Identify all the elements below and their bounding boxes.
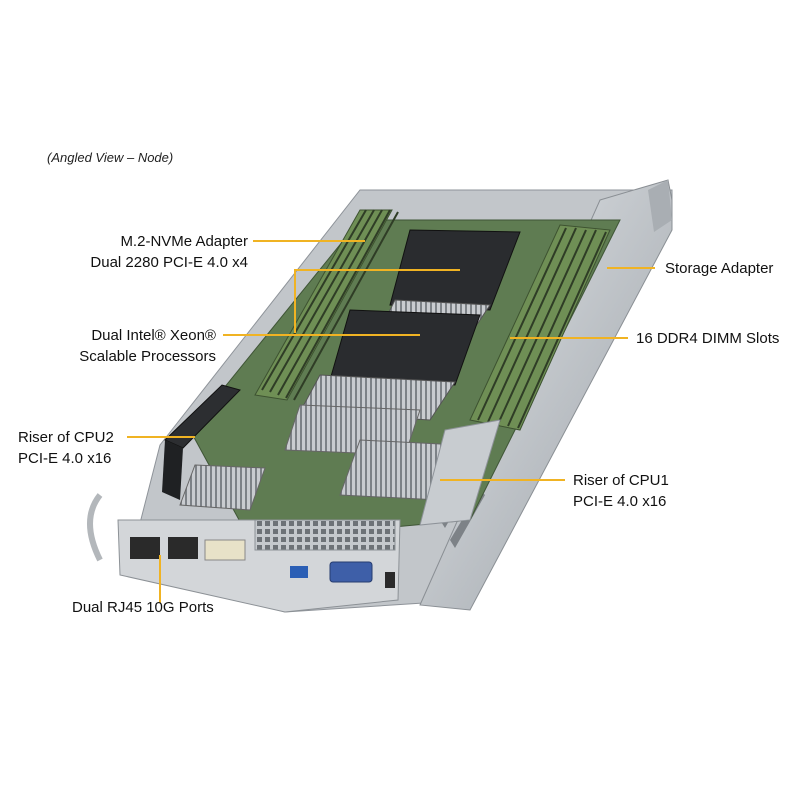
callout-riser-cpu1-line2: PCI-E 4.0 x16 — [573, 493, 667, 510]
vga-port — [329, 561, 373, 583]
riser-cpu2-card — [162, 384, 241, 500]
callout-storage-line1: Storage Adapter — [665, 260, 774, 277]
callout-m2-line2: Dual 2280 PCI-E 4.0 x4 — [90, 254, 248, 271]
front-io-panel — [87, 493, 401, 613]
riser-cpu1-bracket — [419, 419, 501, 526]
dimm-bank-right — [469, 224, 611, 431]
callout-cpus-line2: Scalable Processors — [79, 348, 216, 365]
callout-dimm-line1: 16 DDR4 DIMM Slots — [636, 330, 780, 347]
view-caption: (Angled View – Node) — [47, 150, 174, 165]
callout-riser-cpu2: Riser of CPU2 PCI-E 4.0 x16 — [18, 427, 114, 469]
callout-cpus-line1: Dual Intel® Xeon® — [91, 327, 216, 344]
callout-cpus: Dual Intel® Xeon® Scalable Processors — [50, 325, 216, 367]
callout-riser-cpu2-line1: Riser of CPU2 — [18, 429, 114, 446]
callout-storage-adapter: Storage Adapter — [665, 258, 773, 279]
callout-riser-cpu1: Riser of CPU1 PCI-E 4.0 x16 — [573, 470, 669, 512]
rj45-port-2 — [168, 537, 198, 559]
callout-dimm-slots: 16 DDR4 DIMM Slots — [636, 328, 779, 349]
rj45-port-1 — [130, 537, 160, 559]
chipset-heatsink — [179, 404, 461, 511]
pull-handle — [87, 493, 103, 562]
callout-rj45-line1: Dual RJ45 10G Ports — [72, 599, 214, 616]
callout-lines — [127, 240, 655, 603]
callout-m2-adapter: M.2-NVMe Adapter Dual 2280 PCI-E 4.0 x4 — [66, 231, 248, 273]
callout-riser-cpu2-line2: PCI-E 4.0 x16 — [18, 450, 112, 467]
callout-m2-line1: M.2-NVMe Adapter — [120, 233, 248, 250]
callout-line-m2-branch — [294, 269, 460, 333]
usb-port — [290, 566, 308, 578]
callout-rj45: Dual RJ45 10G Ports — [72, 597, 214, 618]
callout-riser-cpu1-line1: Riser of CPU1 — [573, 472, 669, 489]
